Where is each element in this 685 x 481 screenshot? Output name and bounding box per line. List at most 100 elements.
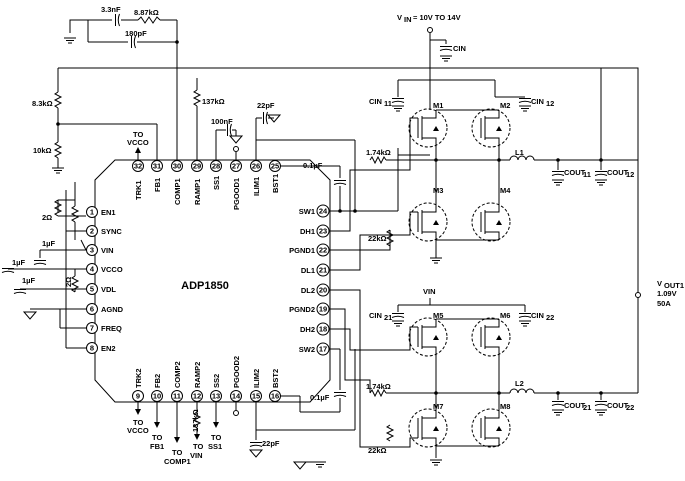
pin-number: 32 — [134, 162, 142, 171]
to-comp1-label: TO — [172, 448, 182, 457]
svg-text:M2: M2 — [500, 101, 510, 110]
mosfet-m6: M6 — [471, 311, 511, 357]
to-vcco-bot-label: TO — [133, 418, 143, 427]
pin-node — [250, 160, 262, 172]
pin-name: DH2 — [300, 325, 315, 334]
l1-label: L1 — [515, 148, 524, 157]
to-fb1-label2: FB1 — [150, 442, 164, 451]
pin-number: 20 — [319, 286, 327, 295]
vout-sub: OUT1 — [664, 281, 684, 290]
res-137k-label: 137kΩ — [202, 97, 225, 106]
res-2-a-label: 2Ω — [42, 213, 52, 222]
pin-name: COMP2 — [173, 361, 182, 388]
cin21-sub: 21 — [384, 313, 392, 322]
cout22-label: COUT — [607, 401, 629, 410]
to-vcco-top: TO VCCO — [127, 130, 149, 160]
pin-name: TRK1 — [134, 180, 143, 200]
pin-number: 8 — [90, 344, 94, 353]
pin-name: DH1 — [300, 227, 315, 236]
pin-number: 10 — [153, 392, 161, 401]
pin-number: 16 — [271, 392, 279, 401]
vin-label: V — [397, 13, 402, 22]
pin-name: VDL — [101, 285, 116, 294]
cout11-sub: 11 — [583, 170, 591, 179]
to-ss1-label: TO — [211, 433, 221, 442]
cin21-label: CIN — [369, 311, 382, 320]
pin-number: 28 — [212, 162, 220, 171]
pin-number: 2 — [90, 227, 94, 236]
to-vcco-top-label2: VCCO — [127, 138, 149, 147]
pin-number: 23 — [319, 227, 327, 236]
cap-1u-a-label: 1µF — [42, 239, 55, 248]
pin-number: 26 — [252, 162, 260, 171]
pin-number: 21 — [319, 266, 327, 275]
phase1-output: L1 COUT 11 COUT 12 1.74kΩ — [366, 68, 638, 204]
pin-number: 19 — [319, 305, 327, 314]
svg-text:M6: M6 — [500, 311, 510, 320]
pin-number: 27 — [232, 162, 240, 171]
pin-node — [191, 160, 203, 172]
vout-label: V — [657, 279, 662, 288]
pin-name: FB2 — [153, 374, 162, 388]
pin-node — [191, 390, 203, 402]
res-1k74-top-label: 1.74kΩ — [366, 148, 391, 157]
pin-node — [171, 390, 183, 402]
pin-number: 11 — [173, 392, 181, 401]
pin-name: RAMP2 — [193, 362, 202, 388]
cap-180p-label: 180pF — [125, 29, 147, 38]
cin-label: CIN — [453, 44, 466, 53]
pin-node — [269, 160, 281, 172]
svg-text:M4: M4 — [500, 186, 511, 195]
pin-number: 30 — [173, 162, 181, 171]
phase2-supply: VIN CIN 21 CIN 22 — [369, 287, 554, 410]
mosfet-m2: M2 — [471, 101, 511, 148]
cin12-label: CIN — [531, 97, 544, 106]
to-vin-label2: VIN — [190, 451, 203, 460]
pin-node — [230, 390, 242, 402]
cin22-sub: 22 — [546, 313, 554, 322]
cap-3n3-label: 3.3nF — [101, 5, 121, 14]
to-ss1-label2: SS1 — [208, 442, 222, 451]
res-22k-bot-label: 22kΩ — [368, 446, 387, 455]
cout12-sub: 12 — [626, 170, 634, 179]
to-vcco-bot-label2: VCCO — [127, 426, 149, 435]
to-vcco-top-label: TO — [133, 130, 143, 139]
pin-number: 24 — [319, 207, 328, 216]
mosfets: M1 M2 M3 M4 M5 M6 M7 M8 — [408, 101, 511, 448]
res-2-b-label: 2Ω — [64, 277, 73, 287]
pin-number: 5 — [90, 285, 94, 294]
to-comp1-label2: COMP1 — [164, 457, 191, 466]
pin-name: PGND1 — [289, 246, 315, 255]
pin-node — [210, 160, 222, 172]
pin-name: SYNC — [101, 227, 122, 236]
pin-node — [230, 160, 242, 172]
pin-number: 15 — [252, 392, 260, 401]
cap-22p-bot-label: 22pF — [262, 439, 280, 448]
cin11-label: CIN — [369, 97, 382, 106]
pin-number: 12 — [193, 392, 201, 401]
pin-name: COMP1 — [173, 178, 182, 205]
pin-node — [86, 283, 98, 295]
pin-node — [86, 322, 98, 334]
cout21-label: COUT — [564, 401, 586, 410]
pin-number: 25 — [271, 162, 279, 171]
to-vin-label: TO — [193, 442, 203, 451]
l2-label: L2 — [515, 379, 524, 388]
pin-name: PGND2 — [289, 305, 315, 314]
phase2-output: L2 COUT 21 COUT 22 1.74kΩ — [366, 295, 639, 416]
bst2-network: 0.1µF — [256, 348, 356, 431]
mosfet-m8: M8 — [471, 402, 511, 448]
svg-text:M5: M5 — [433, 311, 443, 320]
mosfet-m3: M3 — [408, 186, 448, 242]
pin-name: BST2 — [271, 369, 280, 388]
pin-node — [171, 160, 183, 172]
pin-node — [132, 160, 144, 172]
pin-number: 7 — [90, 324, 94, 333]
phase2-gates: 22kΩ — [329, 289, 499, 466]
cap-100n-label: 100nF — [211, 117, 233, 126]
cin12-sub: 12 — [546, 99, 554, 108]
vin-subscript: IN — [404, 15, 412, 24]
